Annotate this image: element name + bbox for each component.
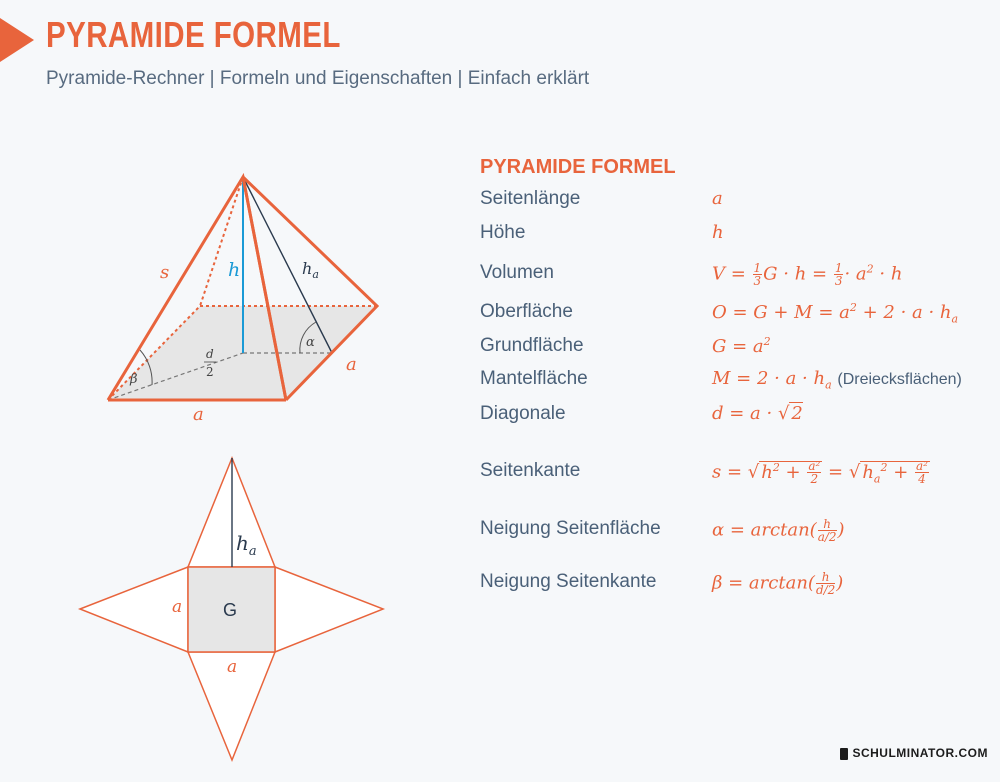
net-label-a-bottom: a [227,657,237,677]
page-subtitle: Pyramide-Rechner | Formeln und Eigenscha… [46,68,590,89]
formula-note: (Dreiecksflächen) [837,371,962,388]
net-base-square [187,566,276,653]
label-a-right: a [346,354,357,375]
page-title: PYRAMIDE FORMEL [46,14,341,55]
label-a-bottom: a [193,404,204,425]
formula-value: G = a2 [712,335,771,357]
label-h: h [228,259,240,281]
label-ha: ha [302,259,319,281]
pyramid-right-edges [241,175,380,402]
formula-label: Oberfläche [480,301,573,322]
label-alpha: α [306,335,315,350]
beta-arc [139,349,153,386]
formula-title: PYRAMIDE FORMEL [480,156,676,178]
label-d-2: 2 [206,365,214,379]
formula-label: Volumen [480,262,554,283]
title-arrow-icon [0,18,34,62]
net-label-G: G [223,600,237,620]
formula-label: Diagonale [480,403,566,424]
net-right-triangle [274,565,386,654]
formula-label: Neigung Seitenfläche [480,518,661,539]
formula-label: Mantelfläche [480,368,588,389]
base-left-back-edge [107,305,201,401]
brand-text: SCHULMINATOR.COM [852,746,988,760]
formula-value: d = a · √2 [712,402,803,424]
formula-value: a [712,188,723,209]
front-right-edge [241,176,288,401]
formula-label: Grundfläche [480,335,584,356]
brand-logo: SCHULMINATOR.COM [840,746,988,760]
apothem-line [242,176,333,354]
formula-value: O = G + M = a2 + 2 · a · ha [712,301,959,326]
hidden-edge [199,176,244,307]
formula-value: M = 2 · a · ha (Dreiecksflächen) [712,368,962,392]
net-label-a-left: a [172,597,182,617]
alpha-arc [299,321,317,354]
label-beta: β [129,372,138,387]
label-d: d [206,347,214,361]
formula-label: Seitenlänge [480,188,581,209]
formula-value: h [712,222,724,243]
formula-label: Neigung Seitenkante [480,571,657,592]
formula-label: Höhe [480,222,526,243]
diagonal-line [107,352,244,401]
pyramid-diagram: s h ha α β d 2 a a ha G a a [77,172,386,763]
formula-label: Seitenkante [480,460,581,481]
label-s: s [160,262,169,283]
net-label-ha: ha [236,531,257,559]
schulminator-icon [840,747,849,760]
